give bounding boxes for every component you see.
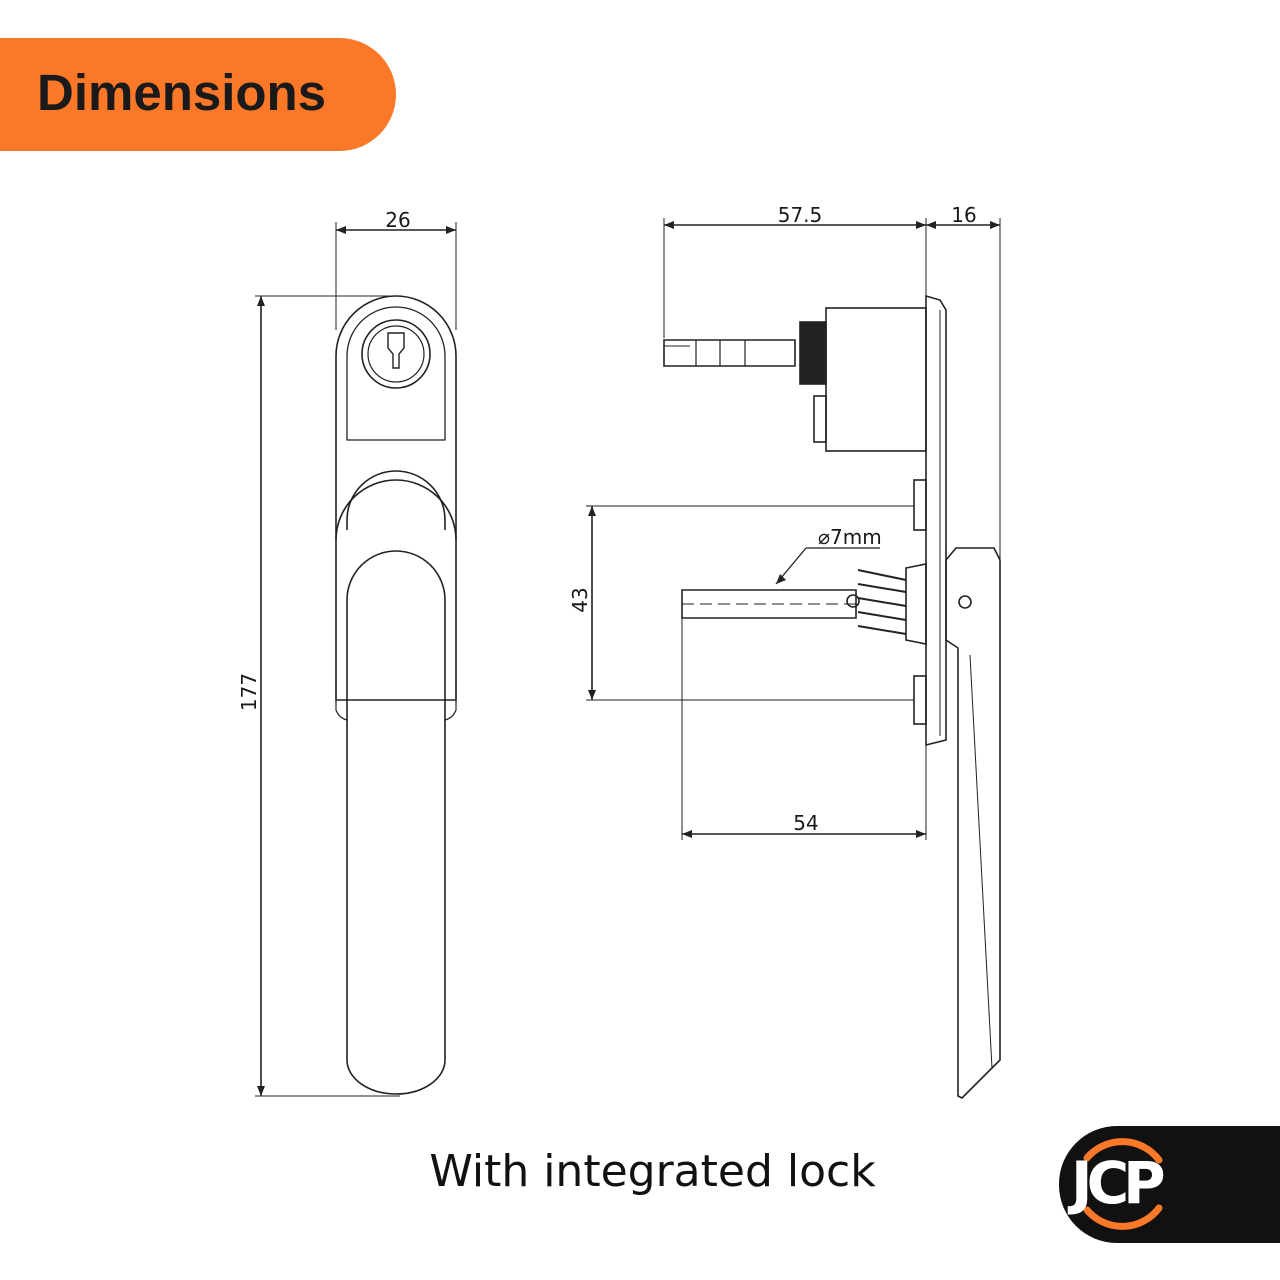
screw-length-label: 54	[793, 811, 818, 835]
dimension-arrows	[257, 221, 1000, 1096]
front-height-label: 177	[237, 673, 261, 711]
side-lock-body	[825, 307, 927, 452]
logo-badge	[1059, 1126, 1280, 1243]
spring-coil	[857, 569, 907, 635]
keyhole-icon	[387, 332, 405, 369]
front-view: 26 177	[237, 208, 457, 1097]
plate-depth-label: 16	[951, 203, 976, 227]
screw-spacing-label: 43	[568, 587, 592, 612]
lock-cylinder	[361, 319, 431, 389]
side-view: 57.5 16 43 ⌀7mm 54	[568, 203, 1001, 1099]
title-banner	[0, 38, 396, 151]
page-title: Dimensions	[37, 64, 327, 121]
knurled-ring	[799, 321, 827, 385]
spring-screw	[681, 589, 857, 619]
square-spindle	[663, 339, 796, 367]
logo-ring-icon	[1083, 1138, 1163, 1230]
logo: JCP	[1071, 1149, 1166, 1217]
screw-diameter-label: ⌀7mm	[818, 525, 882, 549]
spindle-length-label: 57.5	[778, 203, 823, 227]
caption: With integrated lock	[429, 1146, 876, 1197]
front-lever-handle	[346, 550, 446, 1095]
front-base-plate	[335, 295, 457, 701]
side-lever-handle	[945, 547, 1001, 1099]
front-width-label: 26	[385, 208, 410, 232]
side-back-plate	[925, 294, 947, 747]
